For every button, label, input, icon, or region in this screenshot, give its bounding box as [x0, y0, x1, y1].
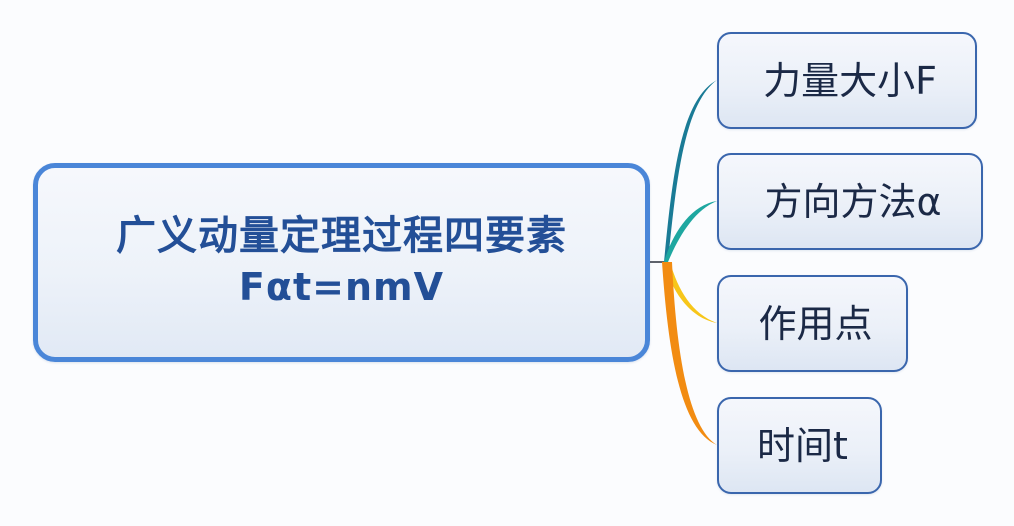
child-node-point-of-action[interactable]: 作用点: [717, 275, 908, 372]
child-label: 时间t: [757, 423, 848, 468]
root-formula: Fαt=nmV: [238, 264, 445, 309]
child-node-time[interactable]: 时间t: [717, 397, 882, 494]
child-node-force-magnitude[interactable]: 力量大小F: [717, 32, 977, 129]
branch-line-3: [662, 262, 717, 445]
child-label: 方向方法α: [764, 179, 942, 224]
root-title: 广义动量定理过程四要素: [116, 212, 567, 259]
root-node[interactable]: 广义动量定理过程四要素 Fαt=nmV: [33, 163, 650, 362]
child-node-direction-method[interactable]: 方向方法α: [717, 153, 983, 250]
branch-line-0: [664, 80, 717, 262]
branch-line-2: [664, 262, 717, 323]
child-label: 作用点: [758, 301, 873, 346]
child-label: 力量大小F: [763, 58, 937, 103]
branch-line-1: [664, 201, 717, 262]
